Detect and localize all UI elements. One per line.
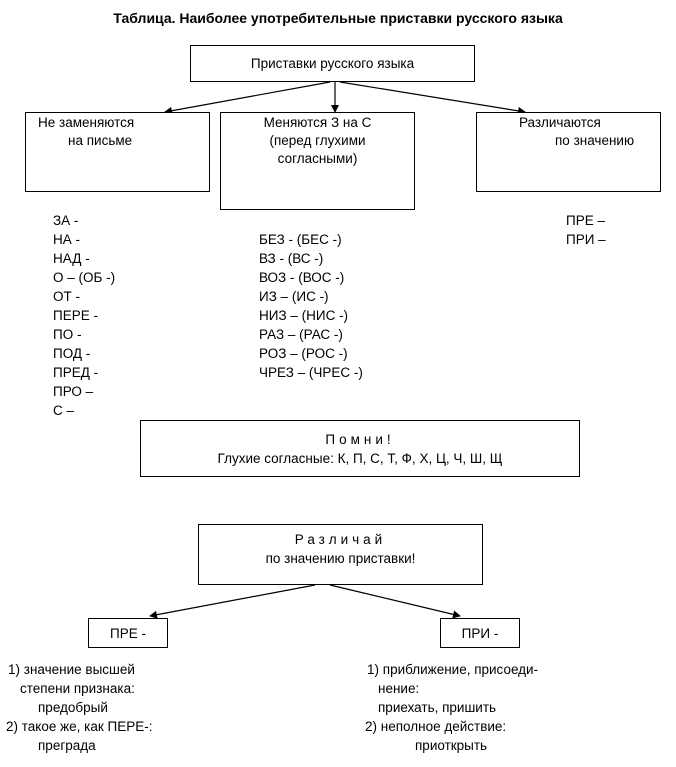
- remember-heading: Помни!: [325, 432, 395, 447]
- list-item: НАД -: [53, 251, 90, 266]
- category-z-to-s-line3: согласными): [277, 151, 358, 166]
- z-to-s-prefix-list: БЕЗ - (БЕС -) ВЗ - (ВС -) ВОЗ - (ВОС -) …: [259, 230, 363, 382]
- arrow-to-pre: [149, 584, 316, 619]
- arrow-to-unchanged: [164, 81, 331, 115]
- pre-line: 1) значение высшей: [8, 662, 135, 677]
- category-meaning-box: Различаются по значению: [476, 112, 661, 192]
- list-item: ПОД -: [53, 346, 91, 361]
- remember-text: Глухие согласные: К, П, С, Т, Ф, Х, Ц, Ч…: [217, 451, 503, 466]
- pre-line: предобрый: [38, 700, 108, 715]
- list-item: ПРЕД -: [53, 365, 99, 380]
- pre-line: степени признака:: [20, 681, 135, 696]
- pre-label: ПРЕ -: [110, 626, 146, 641]
- root-label: Приставки русского языка: [250, 56, 415, 71]
- distinguish-box: Различай по значению приставки!: [198, 524, 483, 585]
- arrow-to-meaning: [339, 81, 526, 115]
- list-item: НА -: [53, 232, 80, 247]
- category-z-to-s-box: Меняются З на С (перед глухими согласным…: [220, 112, 415, 210]
- list-item: БЕЗ - (БЕС -): [259, 232, 342, 247]
- category-z-to-s-line1: Меняются З на С: [263, 115, 372, 130]
- list-item: ОТ -: [53, 289, 80, 304]
- list-item: ЧРЕЗ – (ЧРЕС -): [259, 365, 363, 380]
- distinguish-heading: Различай: [294, 532, 387, 547]
- pri-line: приехать, пришить: [378, 700, 497, 715]
- pri-line: приоткрыть: [415, 738, 488, 753]
- meaning-prefix-list: ПРЕ – ПРИ –: [566, 211, 606, 249]
- list-item: С –: [53, 403, 75, 418]
- remember-box: Помни! Глухие согласные: К, П, С, Т, Ф, …: [140, 420, 580, 477]
- pri-label: ПРИ -: [461, 626, 499, 641]
- list-item: ПРО –: [53, 384, 94, 399]
- unchanged-prefix-list: ЗА - НА - НАД - О – (ОБ -) ОТ - ПЕРЕ - П…: [53, 211, 115, 420]
- list-item: ПРИ –: [566, 232, 606, 247]
- list-item: ПЕРЕ -: [53, 308, 98, 323]
- list-item: ВЗ - (ВС -): [259, 251, 324, 266]
- category-z-to-s-line2: (перед глухими: [269, 133, 366, 148]
- category-meaning-line2: по значению: [555, 133, 635, 148]
- pre-box: ПРЕ -: [88, 618, 168, 648]
- list-item: ВОЗ - (ВОС -): [259, 270, 345, 285]
- list-item: ПРЕ –: [566, 213, 605, 228]
- pre-line: преграда: [38, 738, 96, 753]
- pri-line: 1) приближение, присоеди-: [367, 662, 539, 677]
- root-box: Приставки русского языка: [190, 45, 475, 82]
- page-title: Таблица. Наиболее употребительные приста…: [113, 10, 563, 26]
- list-item: НИЗ – (НИС -): [259, 308, 349, 323]
- list-item: ЗА -: [53, 213, 79, 228]
- pri-line: нение:: [378, 681, 420, 696]
- list-item: О – (ОБ -): [53, 270, 116, 285]
- list-item: ИЗ – (ИС -): [259, 289, 329, 304]
- category-unchanged-box: Не заменяются на письме: [25, 112, 210, 192]
- category-meaning-line1: Различаются: [519, 115, 601, 130]
- list-item: РАЗ – (РАС -): [259, 327, 343, 342]
- pri-box: ПРИ -: [440, 618, 520, 648]
- pri-line: 2) неполное действие:: [365, 719, 507, 734]
- list-item: РОЗ – (РОС -): [259, 346, 348, 361]
- category-unchanged-line2: на письме: [68, 133, 133, 148]
- list-item: ПО -: [53, 327, 82, 342]
- arrow-to-pri: [329, 584, 461, 619]
- category-unchanged-line1: Не заменяются: [38, 115, 135, 130]
- pre-line: 2) такое же, как ПЕРЕ-:: [6, 719, 153, 734]
- distinguish-text: по значению приставки!: [265, 551, 416, 566]
